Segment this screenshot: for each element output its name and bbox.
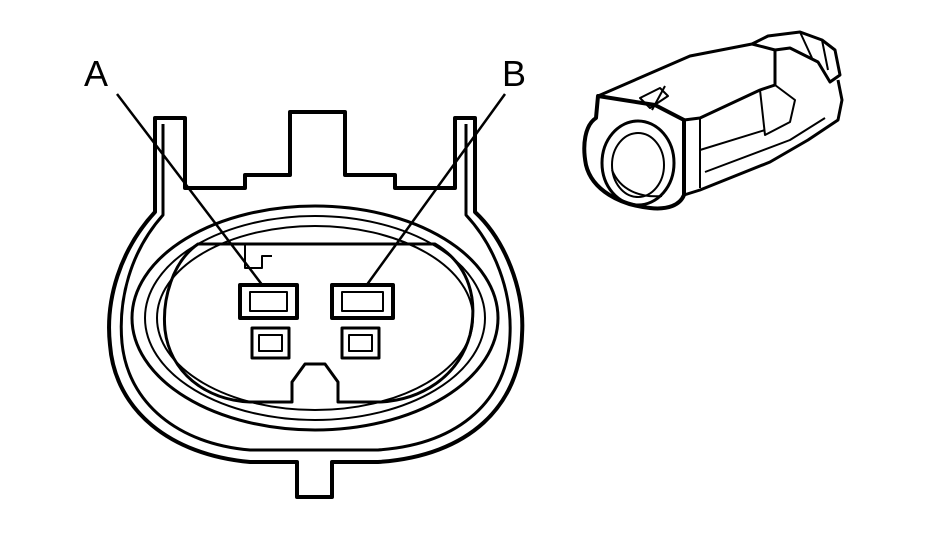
- terminal-a: [238, 283, 299, 360]
- inner-cavity: [163, 242, 475, 404]
- connector-latch: [751, 30, 842, 84]
- connector-body-side: [682, 79, 844, 197]
- connector-housing-inner-outline: [119, 124, 512, 452]
- connector-housing-outline: [107, 110, 525, 499]
- pin-label-b: B: [502, 53, 526, 94]
- connector-opening: [600, 119, 676, 207]
- connector-isometric-view: [582, 30, 844, 211]
- pin-label-a: A: [84, 53, 108, 94]
- seal-ring-inner: [156, 225, 474, 411]
- connector-body-top: [597, 42, 777, 122]
- seal-ring-middle: [144, 215, 486, 421]
- terminal-b: [330, 283, 395, 360]
- leader-line-b: [364, 93, 507, 287]
- connector-face-view: A B: [84, 53, 526, 499]
- connector-opening-inner: [611, 132, 665, 198]
- connector-front-face: [582, 94, 686, 211]
- leader-line-a: [116, 93, 264, 287]
- polarizing-key: [244, 244, 272, 269]
- seal-ring-outer: [130, 204, 500, 432]
